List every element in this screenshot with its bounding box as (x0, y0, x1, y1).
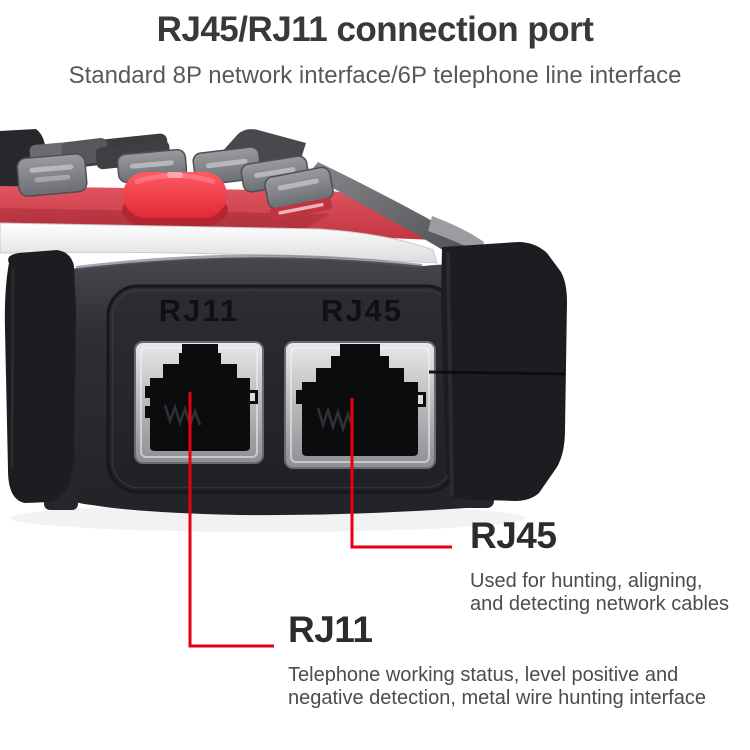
rj45-callout-description: Used for hunting, aligning, and detectin… (470, 570, 729, 616)
body-top-bevel (75, 254, 423, 270)
rj45-description-line: and detecting network cables (470, 592, 730, 615)
button-text-mark (129, 160, 174, 169)
button-text-mark (29, 164, 74, 173)
rj11-contact-pins (163, 403, 202, 429)
rj11-description-line: negative detection, metal wire hunting i… (288, 686, 707, 709)
rj45-port-label: RJ45 (321, 293, 403, 328)
rj45-port (284, 341, 436, 469)
strip-text-mark (278, 202, 324, 215)
button-text-mark (34, 174, 71, 183)
red-button-glyph (167, 172, 183, 178)
left-bumper-bevel (10, 267, 15, 469)
keypad-button (16, 153, 88, 197)
rj45-leader-line (350, 398, 452, 549)
rj11-socket (150, 353, 250, 451)
rj45-top-notch (340, 344, 380, 357)
button-text-mark (277, 178, 319, 191)
rj11-callout-description: Telephone working status, level positive… (288, 664, 706, 710)
rj11-port-label: RJ11 (159, 293, 239, 328)
rj45-socket (302, 356, 418, 456)
rj11-port (134, 341, 264, 464)
rj45-contact-pins (316, 405, 355, 434)
top-shell-edge (308, 162, 488, 264)
page-subtitle: Standard 8P network interface/6P telepho… (68, 62, 682, 89)
housing-seam-line (428, 370, 566, 376)
left-bumper (4, 250, 76, 503)
callout-rj45: RJ45 Used for hunting, aligning, and det… (470, 515, 729, 616)
device-body: RJ11 RJ45 (10, 254, 545, 532)
rj11-callout-title: RJ11 (288, 609, 373, 650)
device-top-keypad (0, 129, 488, 264)
rj45-callout-title: RJ45 (470, 515, 557, 556)
top-shell-edge-highlight (428, 216, 484, 254)
rj11-description-line: Telephone working status, level positive… (288, 663, 679, 686)
rj11-top-notch (182, 344, 218, 355)
button-text-mark (205, 158, 248, 169)
red-power-button (122, 172, 228, 232)
rj11-leader-line (188, 392, 274, 648)
button-text-mark (253, 167, 296, 178)
rj45-description-line: Used for hunting, aligning, (470, 569, 703, 592)
page-title: RJ45/RJ11 connection port (156, 10, 594, 49)
callout-rj11: RJ11 Telephone working status, level pos… (288, 609, 706, 710)
right-bumper (441, 242, 567, 501)
